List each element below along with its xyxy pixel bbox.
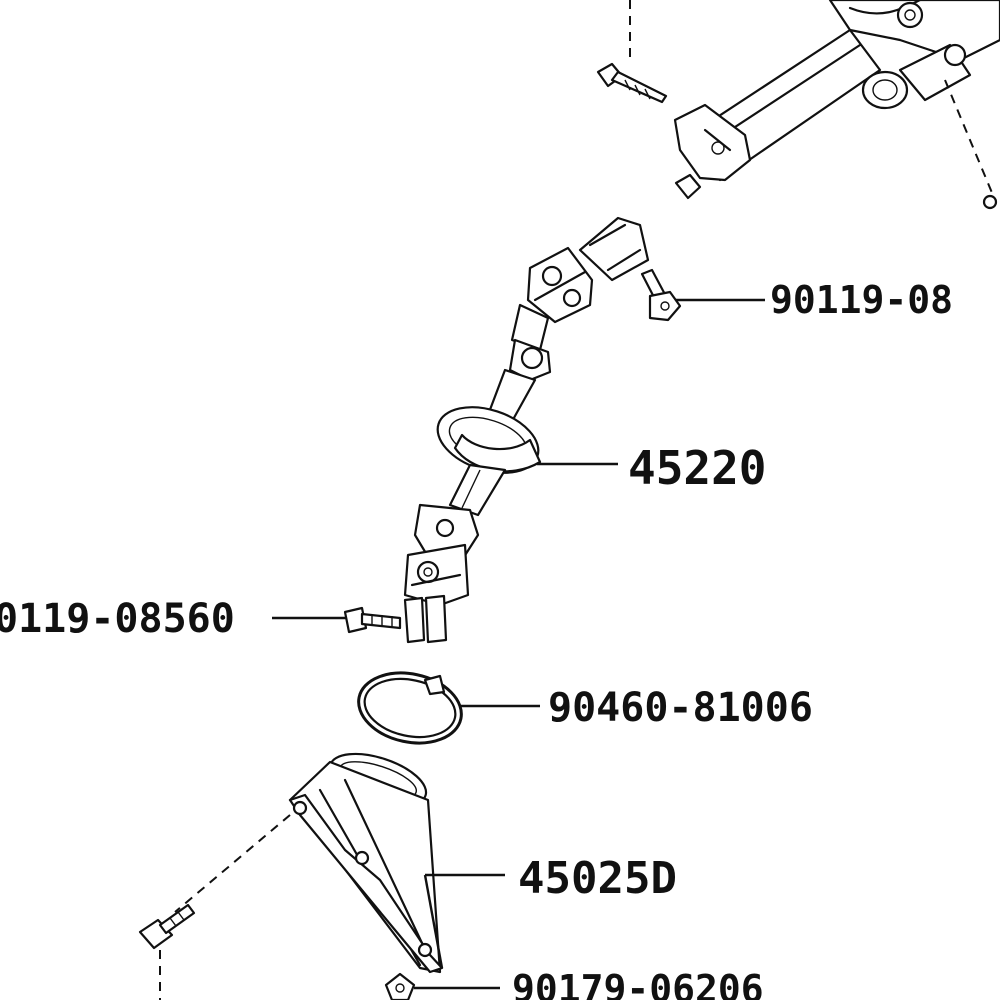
part-number-cover: 45025D (518, 853, 677, 904)
intermediate-shaft (403, 216, 650, 644)
part-number-bolt-lower: 0119-08560 (0, 596, 235, 642)
part-number-clamp: 90460-81006 (548, 685, 813, 731)
part-number-shaft: 45220 (628, 441, 766, 495)
column-bolt-icon (596, 62, 668, 104)
column-hole-cover (288, 752, 444, 974)
cover-bolt-icon (138, 903, 196, 1000)
cover-screw-icon (384, 972, 416, 1000)
leader-cover-b (423, 874, 444, 969)
part-number-bolt-upper: 90119-08 (770, 278, 953, 322)
clamp-ring (357, 671, 463, 745)
upper-bolt-icon (640, 268, 682, 322)
lower-bolt-icon (343, 606, 402, 634)
steering-column-assembly (629, 0, 1000, 210)
part-number-screw: 90179-06206 (512, 967, 764, 1000)
